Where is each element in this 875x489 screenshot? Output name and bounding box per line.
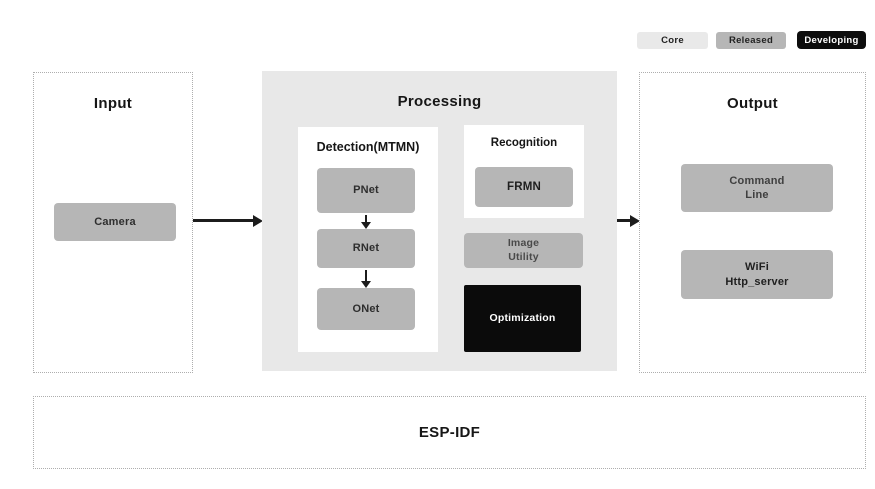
- esp-idf-panel: ESP-IDF: [33, 396, 866, 469]
- node-onet: ONet: [317, 288, 415, 330]
- detection-subpanel: Detection(MTMN) PNet RNet ONet: [298, 127, 438, 352]
- node-command-line: Command Line: [681, 164, 833, 212]
- processing-panel-title: Processing: [397, 93, 482, 110]
- node-camera: Camera: [54, 203, 176, 241]
- legend-badge-core: Core: [637, 32, 708, 49]
- node-image-utility: Image Utility: [464, 233, 583, 268]
- node-optimization: Optimization: [464, 285, 581, 352]
- recognition-subpanel: Recognition FRMN: [464, 125, 584, 218]
- arrow-input-to-processing: [193, 219, 253, 222]
- input-panel-title: Input: [93, 95, 133, 112]
- esp-idf-title: ESP-IDF: [418, 424, 481, 441]
- detection-subpanel-title: Detection(MTMN): [316, 140, 420, 154]
- output-panel: Output Command Line WiFi Http_server: [639, 72, 866, 373]
- output-panel-title: Output: [727, 95, 778, 112]
- arrow-processing-to-output: [617, 219, 630, 222]
- arrow-pnet-to-rnet: [365, 215, 367, 222]
- arrow-rnet-to-onet: [365, 270, 367, 281]
- node-frmn: FRMN: [475, 167, 573, 207]
- legend-badge-released: Released: [716, 32, 786, 49]
- legend-badge-developing: Developing: [797, 31, 866, 49]
- node-rnet: RNet: [317, 229, 415, 268]
- node-wifi-http-server: WiFi Http_server: [681, 250, 833, 299]
- node-pnet: PNet: [317, 168, 415, 213]
- processing-panel: Processing Detection(MTMN) PNet RNet ONe…: [262, 71, 617, 371]
- input-panel: Input Camera: [33, 72, 193, 373]
- recognition-subpanel-title: Recognition: [490, 137, 558, 149]
